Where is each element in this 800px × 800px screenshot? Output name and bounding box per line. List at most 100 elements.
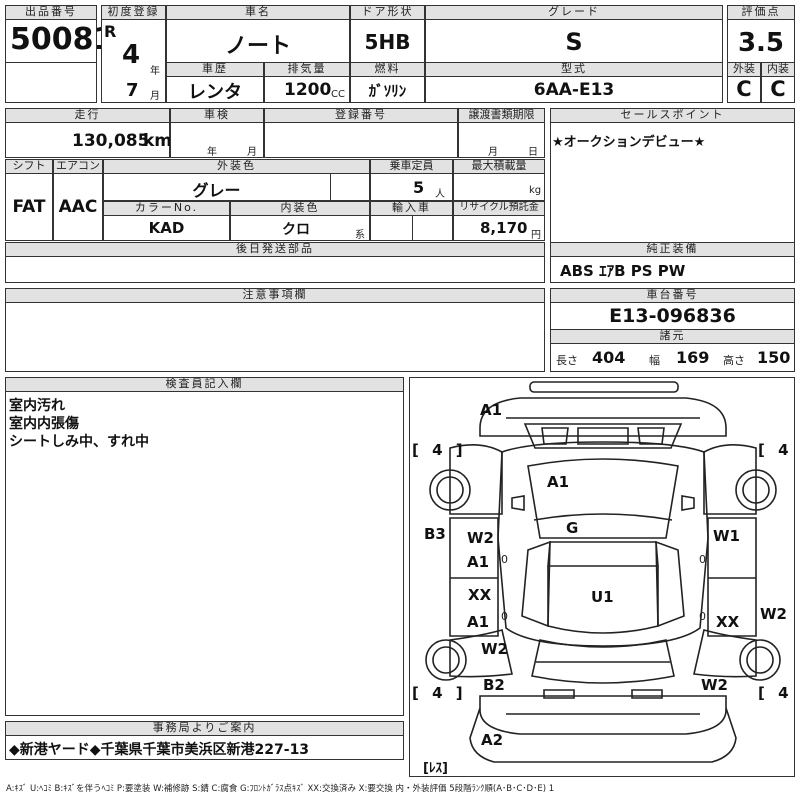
import-divider [412, 215, 413, 241]
spare-tire: [ﾚｽ] [423, 761, 448, 776]
inspector-note-1: 室内汚れ [9, 398, 65, 414]
mark-left-w2: W2 [467, 529, 494, 547]
sales-point-label: セールスポイント [550, 108, 795, 123]
inspector-notes-cell [5, 391, 404, 716]
registration-number-cell [264, 122, 458, 158]
length-label: 長さ [556, 354, 578, 367]
mark-left-zero-front: 0 [501, 553, 508, 566]
inspector-notes-label: 検査員記入欄 [5, 377, 404, 392]
tire-rear-left: [ 4 ] [412, 684, 467, 702]
model-code-label: 型式 [425, 62, 723, 77]
later-parts-label: 後日発送部品 [5, 242, 545, 257]
max-load-cell [453, 173, 545, 201]
lot-number-cell [5, 19, 97, 63]
registration-era: R [104, 22, 117, 41]
seats: 5 [413, 178, 425, 197]
mileage-label: 走行 [5, 108, 170, 123]
interior-grade: C [770, 77, 786, 101]
length: 404 [592, 348, 626, 367]
car-name: ノート [224, 34, 291, 59]
inspection-month-unit: 月 [247, 147, 257, 158]
mark-right-zero-front: 0 [699, 553, 706, 566]
mark-front-a1: A1 [480, 401, 503, 419]
inspection-cell [170, 122, 264, 158]
mileage: 130,085 [72, 131, 150, 151]
inspector-note-2: 室内内張傷 [9, 416, 79, 432]
office-notice: ◆新港ヤード◆千葉県千葉市美浜区新港227-13 [9, 742, 310, 758]
exterior-grade-cell [727, 76, 761, 103]
exterior-color: グレー [192, 181, 241, 200]
mark-rear-w2: W2 [701, 676, 728, 694]
exterior-grade-label: 外装 [727, 62, 761, 77]
specs-label: 諸元 [550, 329, 795, 344]
inspector-note-3: シートしみ中、すれ中 [9, 434, 149, 450]
equipment-label: 純正装備 [550, 242, 795, 257]
mark-roof-a1: A1 [547, 473, 570, 491]
mark-rear-a2: A2 [481, 731, 504, 749]
mileage-cell [5, 122, 170, 158]
width-label: 幅 [649, 354, 660, 367]
color-number-cell [103, 215, 230, 241]
interior-color: クロ [282, 222, 310, 238]
mark-left-a1-rear: A1 [467, 613, 490, 631]
lot-number-lower-cell [5, 62, 97, 103]
displacement: 1200 [284, 80, 332, 100]
seats-unit: 人 [435, 189, 445, 200]
seats-cell [370, 173, 453, 201]
displacement-cell [264, 76, 350, 103]
chassis-number-label: 車台番号 [550, 288, 795, 303]
aircon-cell [53, 173, 103, 241]
shift-cell [5, 173, 53, 241]
transfer-day-unit: 日 [528, 147, 538, 158]
mark-right-w2-edge: W2 [760, 605, 787, 623]
sales-point: ★オークションデビュー★ [552, 135, 706, 150]
equipment: ABS ｴｱB PS PW [560, 262, 686, 280]
registration-month: 7 [126, 80, 139, 101]
interior-color-label: 内装色 [230, 201, 370, 216]
office-notice-cell [5, 735, 404, 760]
mark-rear-b2: B2 [483, 676, 505, 694]
color-number: KAD [148, 219, 185, 237]
displacement-unit: CC [331, 89, 345, 100]
color-number-label: カラーNo. [103, 201, 230, 216]
aircon-label: エアコン [53, 159, 103, 174]
exterior-grade: C [736, 77, 752, 101]
grade: S [565, 28, 583, 56]
transfer-deadline-cell [458, 122, 545, 158]
mark-left-zero-rear: 0 [501, 610, 508, 623]
caution-label: 注意事項欄 [5, 288, 545, 303]
seats-label: 乗車定員 [370, 159, 453, 174]
max-load-label: 最大積載量 [453, 159, 545, 174]
transfer-deadline-label: 譲渡書類期限 [458, 108, 545, 123]
recycle-deposit-unit: 円 [531, 230, 541, 241]
fuel-label: 燃料 [350, 62, 425, 77]
damage-diagram: A1 A1 G B3 W2 A1 0 XX A1 0 W1 0 U1 0 XX … [409, 377, 800, 777]
history-cell [166, 76, 264, 103]
lot-number-label: 出品番号 [5, 5, 97, 20]
interior-color-cell [230, 215, 370, 241]
score-label: 評価点 [727, 5, 795, 20]
recycle-deposit-label: リサイクル預託金 [453, 201, 545, 216]
door-type-label: ドア形状 [350, 5, 425, 20]
caution-cell [5, 302, 545, 372]
score: 3.5 [737, 28, 785, 58]
exterior-color-divider [330, 173, 331, 201]
mark-right-xx: XX [716, 613, 740, 631]
displacement-label: 排気量 [264, 62, 350, 77]
shift-label: シフト [5, 159, 53, 174]
tire-rear-right: [ 4 ] [758, 684, 800, 702]
specs-cell [550, 343, 795, 372]
recycle-deposit: 8,170 [480, 219, 528, 237]
registration-month-unit: 月 [150, 91, 160, 102]
height-label: 高さ [723, 354, 745, 367]
exterior-color-cell [103, 173, 370, 201]
fuel-cell [350, 76, 425, 103]
inspection-label: 車検 [170, 108, 264, 123]
grade-label: グレード [425, 5, 723, 20]
score-cell [727, 19, 795, 63]
first-registration-cell [101, 19, 166, 103]
door-type-cell [350, 19, 425, 63]
mark-right-zero-rear: 0 [699, 610, 706, 623]
history: レンタ [188, 82, 242, 103]
later-parts-cell [5, 256, 545, 283]
